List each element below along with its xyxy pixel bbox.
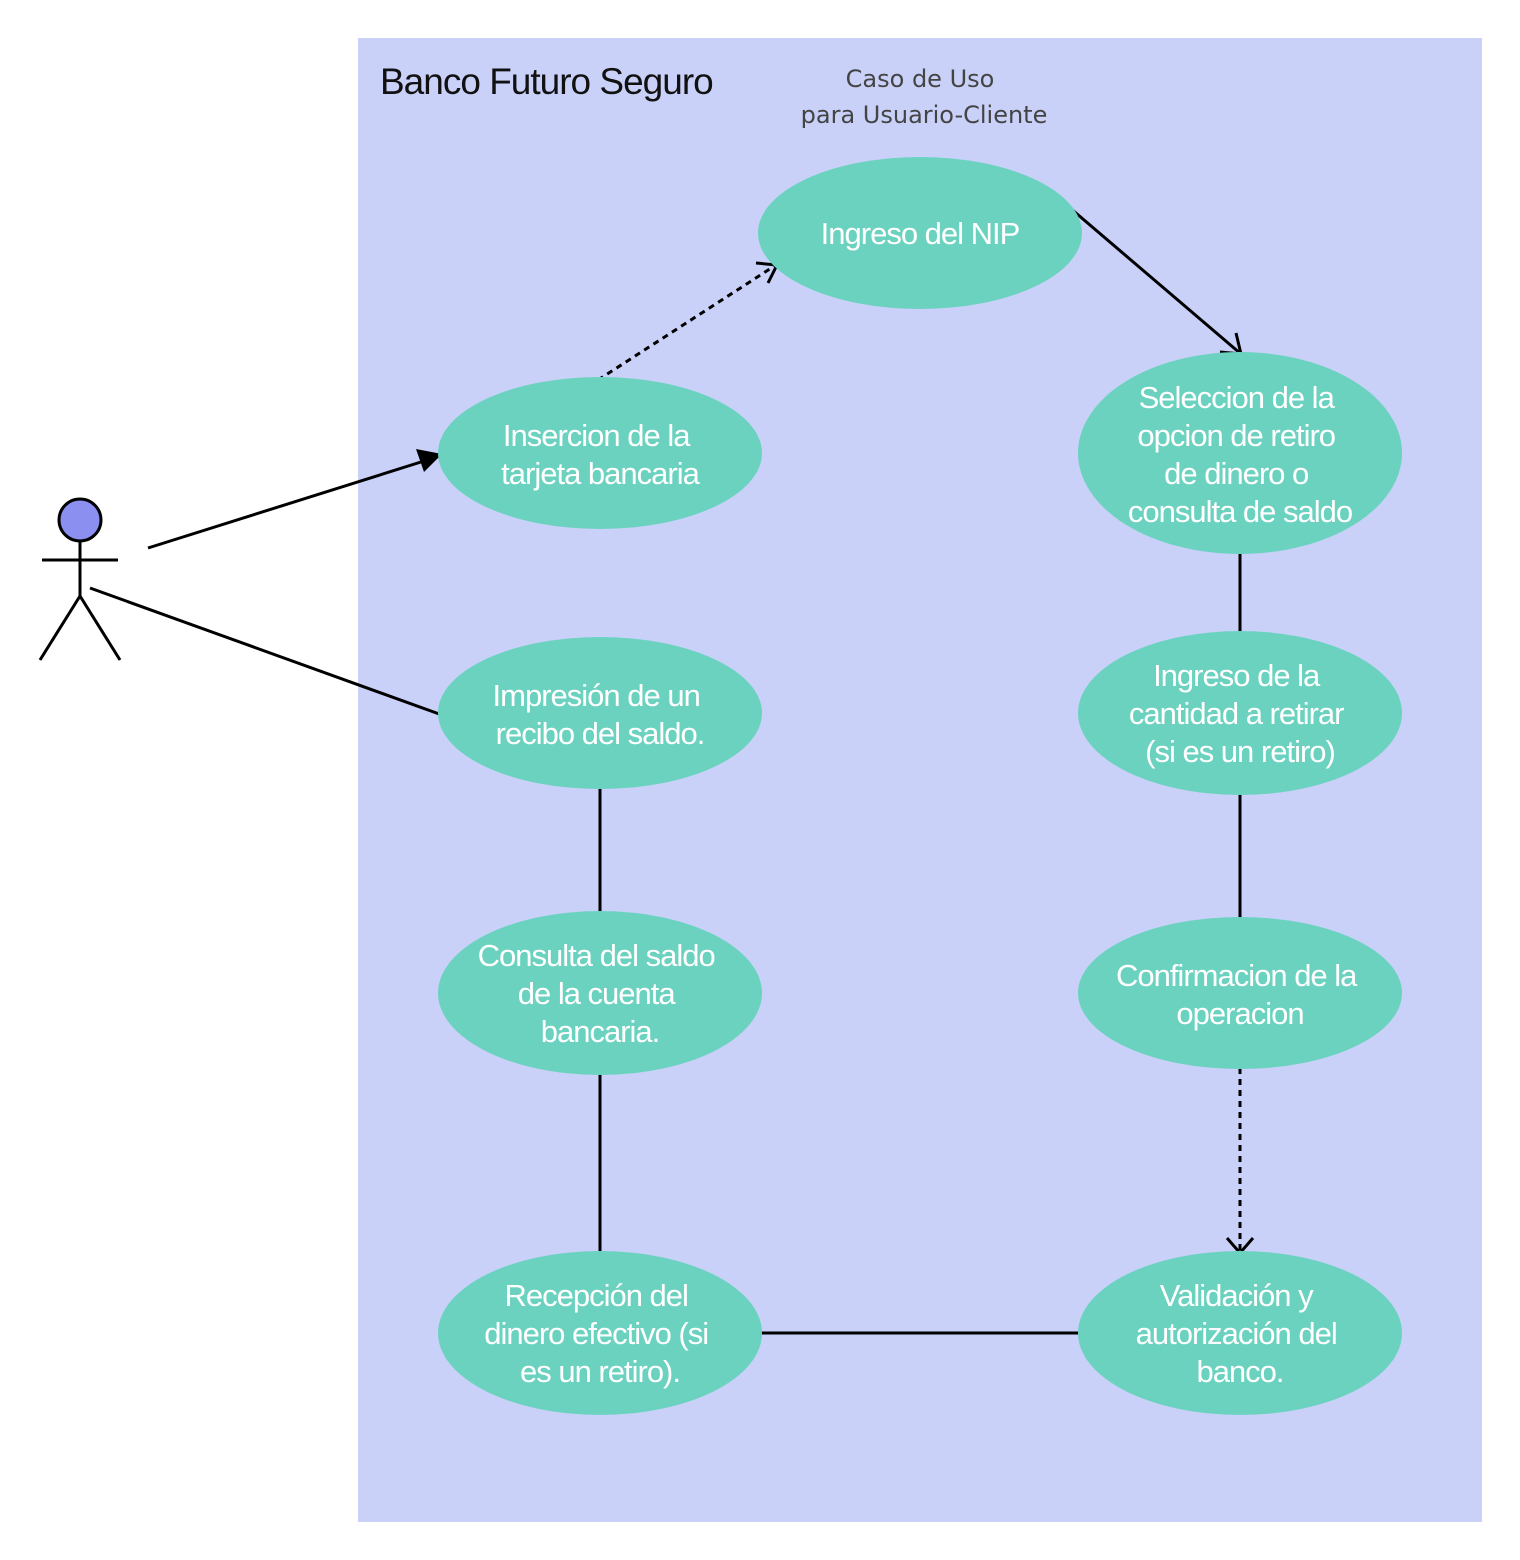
use-case-label: operacion	[1176, 996, 1303, 1031]
use-case-recepcion-dinero[interactable]: Recepción del dinero efectivo (si es un …	[438, 1251, 762, 1415]
use-case-label: banco.	[1196, 1354, 1283, 1389]
use-case-label: Validación y	[1160, 1278, 1314, 1313]
svg-text:Consulta del saldo de la: Consulta del saldo de la cuenta bancaria…	[478, 938, 723, 1049]
actor-to-impresion-line	[89, 586, 443, 717]
use-case-label: Ingreso del NIP	[821, 216, 1020, 251]
system-title: Banco Futuro Seguro	[380, 61, 713, 102]
svg-text:Recepción del dinero efe: Recepción del dinero efectivo (si es un …	[484, 1278, 716, 1389]
actor-to-insercion-arrowhead	[416, 449, 442, 472]
use-case-label: Impresión de un	[493, 678, 700, 713]
system-subtitle-line1: Caso de Uso	[846, 65, 995, 93]
use-case-label: Consulta del saldo	[478, 938, 715, 973]
use-case-ingreso-cantidad[interactable]: Ingreso de la cantidad a retirar (si es …	[1078, 631, 1402, 795]
use-case-label: Recepción del	[504, 1278, 687, 1313]
connectors	[89, 200, 1255, 1335]
use-case-label: es un retiro).	[520, 1354, 680, 1389]
use-case-label: cantidad a retirar	[1129, 696, 1344, 731]
svg-text:Validación y autorizació: Validación y autorización del banco.	[1136, 1278, 1345, 1389]
use-case-validacion-autorizacion[interactable]: Validación y autorización del banco.	[1078, 1251, 1402, 1415]
use-case-insercion-tarjeta[interactable]: Insercion de la tarjeta bancaria	[438, 377, 762, 529]
actor-head	[57, 497, 103, 543]
use-case-label: consulta de saldo	[1128, 494, 1352, 529]
insercion-to-nip-dashed	[597, 263, 777, 382]
svg-text:Ingreso del NIP: Ingreso del NIP	[821, 216, 1020, 251]
use-case-label: Seleccion de la	[1139, 380, 1336, 415]
svg-text:Impresión de un recibo d: Impresión de un recibo del saldo.	[493, 678, 708, 751]
use-case-label: Ingreso de la	[1153, 658, 1321, 693]
use-case-label: (si es un retiro)	[1145, 734, 1335, 769]
use-case-impresion-recibo[interactable]: Impresión de un recibo del saldo.	[438, 637, 762, 789]
svg-text:Insercion de la tarjeta: Insercion de la tarjeta bancaria	[501, 418, 700, 491]
use-case-label: Insercion de la	[503, 418, 691, 453]
use-case-label: opcion de retiro	[1137, 418, 1335, 453]
svg-text:Confirmacion de la opera: Confirmacion de la operacion	[1116, 958, 1364, 1031]
use-case-label: Confirmacion de la	[1116, 958, 1358, 993]
actor-to-insercion-arrow	[147, 454, 441, 550]
system-subtitle-line2: para Usuario-Cliente	[801, 101, 1048, 129]
svg-text:Seleccion de la opcion d: Seleccion de la opcion de retiro de dine…	[1128, 380, 1352, 529]
use-case-consulta-saldo[interactable]: Consulta del saldo de la cuenta bancaria…	[438, 911, 762, 1075]
use-case-seleccion-opcion[interactable]: Seleccion de la opcion de retiro de dine…	[1078, 352, 1402, 554]
svg-text:Ingreso de la cantidad a: Ingreso de la cantidad a retirar (si es …	[1129, 658, 1351, 769]
use-case-ingreso-nip[interactable]: Ingreso del NIP	[758, 157, 1082, 309]
use-case-label: de dinero o	[1164, 456, 1308, 491]
use-case-confirmacion-operacion[interactable]: Confirmacion de la operacion	[1078, 917, 1402, 1069]
use-case-label: recibo del saldo.	[496, 716, 705, 751]
actor-user-icon	[38, 497, 122, 661]
use-case-label: dinero efectivo (si	[484, 1316, 708, 1351]
use-case-label: bancaria.	[541, 1014, 660, 1049]
use-case-label: tarjeta bancaria	[501, 456, 700, 491]
use-case-label: de la cuenta	[518, 976, 677, 1011]
use-case-label: autorización del	[1136, 1316, 1337, 1351]
nip-to-seleccion-line	[1062, 200, 1242, 356]
